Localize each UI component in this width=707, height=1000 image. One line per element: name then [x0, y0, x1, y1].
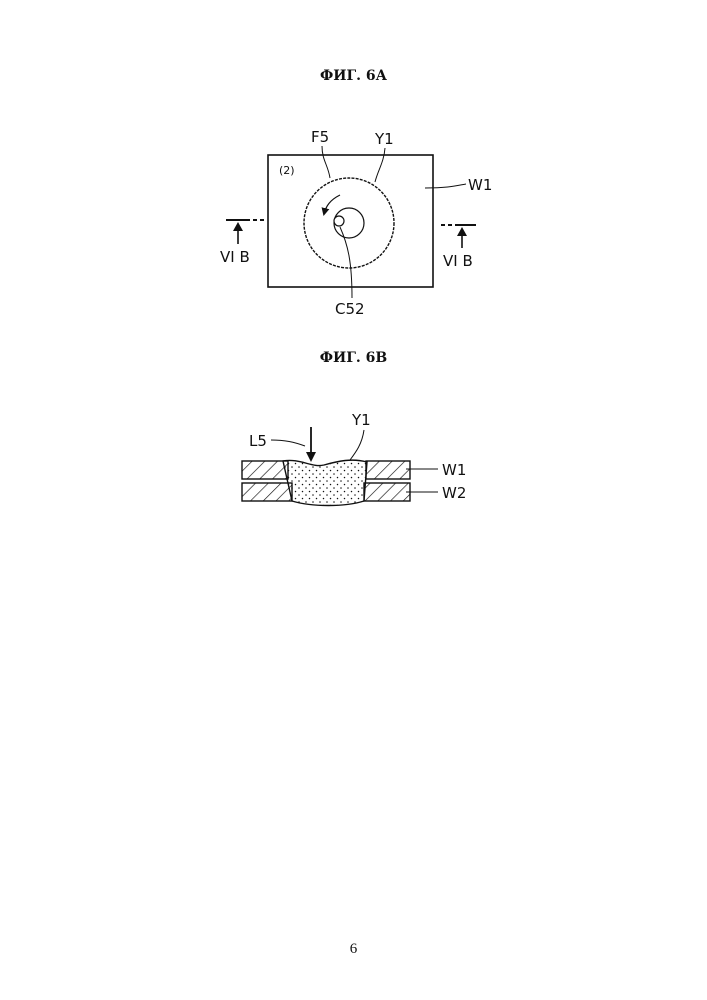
workpiece-w2-section-right: [364, 483, 410, 501]
page-number: 6: [0, 941, 707, 958]
w1-leader-line: [425, 184, 466, 188]
l5-leader-line: [271, 440, 305, 446]
point-c52-circle: [334, 216, 344, 226]
figure-6b-drawing: L5 Y1 W1 W2: [242, 411, 466, 506]
l5-label: L5: [249, 432, 267, 450]
w1-label-6b: W1: [442, 461, 466, 479]
y1-label-6b: Y1: [351, 411, 371, 429]
section-marker-right: [441, 225, 476, 248]
workpiece-w1-section-left: [242, 461, 288, 479]
laser-l5-arrowhead: [306, 452, 316, 462]
y1-leader-line: [375, 148, 385, 182]
y1-label-6a: Y1: [374, 130, 394, 148]
w1-label-6a: W1: [468, 176, 492, 194]
workpiece-w2-section-left: [242, 483, 292, 501]
weld-bead-y1-section: [283, 460, 367, 505]
f5-leader-line: [322, 146, 330, 178]
f5-direction-arrow: [324, 195, 340, 214]
section-label-right: VI B: [443, 252, 473, 270]
figure-6a-drawing: (2) F5 Y1 W1 VI B VI B C52: [220, 128, 492, 318]
y1-leader-line-6b: [350, 430, 364, 460]
c52-label: C52: [335, 300, 365, 318]
workpiece-w1-section-right: [366, 461, 410, 479]
section-label-left: VI B: [220, 248, 250, 266]
f5-label: F5: [311, 128, 329, 146]
plate-number-label: (2): [279, 164, 295, 177]
w2-label-6b: W2: [442, 484, 466, 502]
section-marker-left: [226, 220, 264, 244]
